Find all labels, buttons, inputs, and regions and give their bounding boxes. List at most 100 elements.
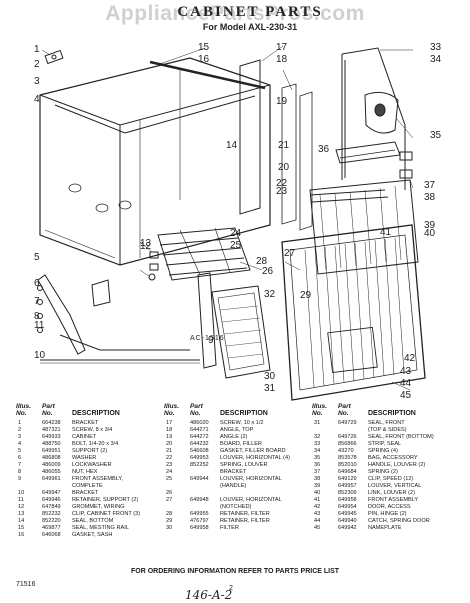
part-number: 649948: [190, 497, 209, 503]
part-number: 649940: [338, 518, 357, 524]
part-number: 853578: [338, 455, 357, 461]
illus-number: 18: [166, 427, 173, 433]
part-description: CLIP, SPEED (12): [368, 476, 414, 482]
bracket-rod-drawing: [40, 334, 200, 364]
callout-35: 35: [430, 130, 442, 141]
part-number: 649933: [42, 434, 61, 440]
part-number: 852220: [42, 518, 61, 524]
illus-number: 39: [314, 483, 321, 489]
louver-handle-drawing: [309, 141, 413, 203]
part-description: GROMMET, WIRING: [72, 504, 125, 510]
part-number: 486808: [42, 455, 61, 461]
illus-number: 36: [314, 462, 321, 468]
illus-number: 1: [18, 420, 22, 426]
part-number: 649946: [42, 497, 61, 503]
callout-15: 15: [198, 42, 210, 53]
illus-header: Illus.No.: [16, 403, 32, 418]
part-description: STRIP, SEAL: [368, 441, 402, 447]
support-drawing: [37, 274, 111, 355]
part-description: LOCKWASHER: [72, 462, 112, 468]
callout-1: 1: [34, 44, 40, 55]
part-description: HANDLE, LOUVER (2): [368, 462, 426, 468]
illus-number: 9: [18, 476, 22, 482]
illus-number: 26: [166, 490, 173, 496]
illus-number: 45: [314, 525, 321, 531]
callout-27: 27: [284, 248, 296, 259]
callout-2: 2: [34, 59, 40, 70]
illus-number: 12: [18, 504, 25, 510]
part-description: BRACKET: [220, 469, 247, 475]
part-description: GASKET, FILLER BOARD: [220, 448, 286, 454]
part-description: CATCH, SPRING DOOR: [368, 518, 430, 524]
part-number: 487321: [42, 427, 61, 433]
clip-drawing: [148, 251, 159, 281]
page-number: 2: [229, 585, 233, 592]
part-description: RETAINER, FILTER: [220, 511, 270, 517]
callout-13: 13: [140, 238, 152, 249]
illus-number: 19: [166, 434, 173, 440]
part-number: 852010: [338, 462, 357, 468]
part-number: 649951: [42, 448, 61, 454]
part-number: 649958: [190, 525, 209, 531]
part-description: LOUVER, VERTICAL: [368, 483, 422, 489]
part-number: 649942: [338, 525, 357, 531]
part-description: WASHER: [72, 455, 97, 461]
callout-6: 6: [34, 278, 40, 289]
callout-38: 38: [424, 192, 436, 203]
callout-17: 17: [276, 42, 288, 53]
part-description: RETAINER, SUPPORT (2): [72, 497, 139, 503]
part-description: CABINET: [72, 434, 97, 440]
document-code: 71516: [16, 581, 36, 588]
part-number: 664238: [42, 420, 61, 426]
callout-18: 18: [276, 54, 288, 65]
callout-11: 11: [34, 320, 45, 331]
part-number: 649953: [190, 455, 209, 461]
callout-42: 42: [404, 353, 416, 364]
part-description: FILTER: [220, 525, 239, 531]
description-header: DESCRIPTION: [368, 410, 416, 417]
illus-number: 43: [314, 511, 321, 517]
part-number: 476797: [190, 518, 209, 524]
part-description: CLIP, CABINET FRONT (3): [72, 511, 141, 517]
illus-number: 42: [314, 504, 321, 510]
part-number: 649944: [190, 476, 209, 482]
illus-number: 34: [314, 448, 321, 454]
illus-number: 7: [18, 462, 22, 468]
part-description: NUT, HEX: [72, 469, 98, 475]
part-description: RETAINER, FILTER: [220, 518, 270, 524]
part-number: 649945: [338, 511, 357, 517]
part-number: 488750: [42, 441, 61, 447]
filler-board-drawing: [239, 59, 313, 231]
callout-3: 3: [34, 76, 40, 87]
part-description: FRONT ASSEMBLY,: [72, 476, 123, 482]
part-description: FRONT ASSEMBLY: [368, 497, 419, 503]
part-number: 852232: [42, 511, 61, 517]
part-number: 649129: [338, 476, 357, 482]
illus-number: 15: [18, 525, 25, 531]
vertical-louver-drawing: [309, 179, 419, 275]
illus-header: Illus.No.: [312, 403, 328, 418]
part-description: BRACKET: [72, 490, 99, 496]
part-description: SPRING, LOUVER: [220, 462, 268, 468]
part-description: SEAL, MESTING RAIL: [72, 525, 129, 531]
part-description: (HANDLE): [220, 483, 247, 489]
callout-33: 33: [430, 42, 442, 53]
ordering-note: FOR ORDERING INFORMATION REFER TO PARTS …: [130, 568, 340, 575]
illus-number: 23: [166, 462, 173, 468]
illus-number: 40: [314, 490, 321, 496]
illus-number: 28: [166, 511, 173, 517]
part-number: 649684: [338, 469, 357, 475]
exploded-parts-diagram: 1234567891011121314151617181920212223242…: [34, 42, 442, 401]
illus-number: 17: [166, 420, 173, 426]
part-number: 649955: [190, 511, 209, 517]
filter-drawing: [211, 285, 271, 379]
callout-19: 19: [276, 96, 288, 107]
illus-number: 14: [18, 518, 25, 524]
callout-23: 23: [276, 186, 288, 197]
illus-header: Illus.No.: [164, 403, 180, 418]
cabinet-drawing: [39, 57, 271, 266]
part-number: 644232: [190, 441, 209, 447]
callout-30: 30: [264, 371, 276, 382]
